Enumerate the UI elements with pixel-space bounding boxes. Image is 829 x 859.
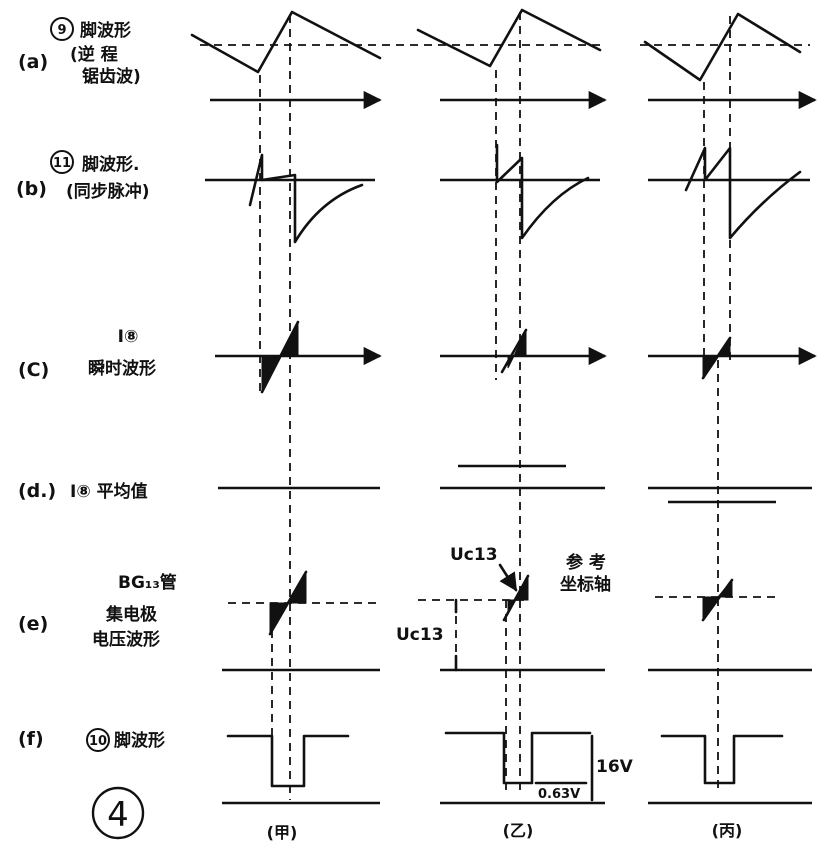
row-b-line2: (同步脉冲) bbox=[66, 181, 150, 202]
figure-number-circle bbox=[91, 786, 145, 840]
row-a-tag: (a) bbox=[18, 51, 48, 73]
row-d-label: (d.) I⑧ 平均值 bbox=[18, 480, 148, 502]
row-d-title: I⑧ 平均值 bbox=[70, 481, 148, 502]
row-b-pulse-bing bbox=[684, 146, 802, 240]
row-c-ramp-yi bbox=[500, 328, 528, 374]
row-b-pulse-jia bbox=[248, 153, 364, 244]
timing-guides bbox=[259, 12, 731, 800]
row-f-pulse-yi bbox=[444, 731, 592, 785]
row-a-sawtooth-yi bbox=[416, 8, 602, 68]
row-e-line1: BG₁₃管 bbox=[118, 572, 177, 593]
pin-11-circle bbox=[50, 150, 74, 174]
row-a-waveforms bbox=[190, 8, 817, 110]
row-f-pulse-jia bbox=[226, 734, 350, 788]
reference-axis-label-2: 坐标轴 bbox=[560, 574, 611, 595]
row-b-pulse-yi bbox=[495, 143, 590, 240]
uc13-left-label: Uc13 bbox=[396, 625, 444, 645]
column-label-jia: (甲) bbox=[267, 823, 298, 842]
uc13-top-label: Uc13 bbox=[450, 545, 498, 565]
uc13-pointer-arrow bbox=[498, 563, 518, 592]
figure-number-text: 4 bbox=[107, 795, 129, 835]
row-f-waveforms: 16V 0.63V bbox=[222, 731, 812, 805]
row-d-waveforms bbox=[218, 464, 812, 504]
figure-number: 4 bbox=[91, 786, 145, 840]
row-b-title: 脚波形. bbox=[82, 154, 139, 175]
row-c-line2: 瞬时波形 bbox=[88, 358, 156, 379]
voltage-063-label: 0.63V bbox=[538, 787, 580, 802]
row-a-line2: (逆 程 bbox=[70, 44, 118, 65]
row-f-title: 脚波形 bbox=[114, 730, 165, 751]
row-e-label: BG₁₃管 (e) 集电极 电压波形 bbox=[18, 572, 177, 650]
row-a-sawtooth-bing bbox=[643, 12, 802, 82]
row-e-tag: (e) bbox=[18, 613, 48, 635]
row-c-waveforms bbox=[215, 320, 817, 394]
row-c-ramp-bing bbox=[701, 336, 732, 380]
row-e-waveforms: Uc13 Uc13 参 考 坐标轴 bbox=[222, 545, 812, 672]
row-f-pulse-bing bbox=[660, 734, 784, 785]
row-a-line3: 锯齿波) bbox=[82, 66, 141, 87]
row-a-label: 9 脚波形 (a) (逆 程 锯齿波) bbox=[18, 17, 141, 87]
reference-axis-label-1: 参 考 bbox=[566, 552, 606, 573]
row-a-sawtooth-jia bbox=[190, 10, 382, 74]
row-e-line3: 电压波形 bbox=[92, 629, 160, 650]
pin-number: 10 bbox=[89, 734, 107, 749]
pin-number: 9 bbox=[57, 23, 66, 38]
row-b-label: 11 脚波形. (b) (同步脉冲) bbox=[16, 150, 150, 202]
column-labels: (甲) (乙) (丙) bbox=[267, 821, 743, 842]
row-b-waveforms bbox=[205, 143, 810, 244]
row-d-tag: (d.) bbox=[18, 480, 56, 502]
column-label-bing: (丙) bbox=[712, 821, 743, 840]
row-c-title: I⑧ bbox=[118, 327, 139, 347]
row-f-tag: (f) bbox=[18, 728, 44, 750]
row-e-ramp-jia bbox=[268, 570, 308, 636]
pin-10-circle bbox=[86, 728, 110, 752]
pin-9-circle bbox=[50, 17, 74, 41]
row-b-tag: (b) bbox=[16, 178, 47, 200]
pin-number: 11 bbox=[53, 156, 71, 171]
row-e-ramp-yi bbox=[502, 574, 530, 622]
row-c-ramp-jia bbox=[260, 320, 300, 394]
row-f-label: (f) 10 脚波形 bbox=[18, 728, 165, 752]
row-e-line2: 集电极 bbox=[105, 604, 157, 625]
voltage-16-label: 16V bbox=[596, 757, 634, 777]
row-c-label: I⑧ (C) 瞬时波形 bbox=[18, 327, 156, 381]
column-label-yi: (乙) bbox=[503, 821, 534, 840]
row-a-title: 脚波形 bbox=[80, 20, 131, 41]
row-c-tag: (C) bbox=[18, 359, 49, 381]
